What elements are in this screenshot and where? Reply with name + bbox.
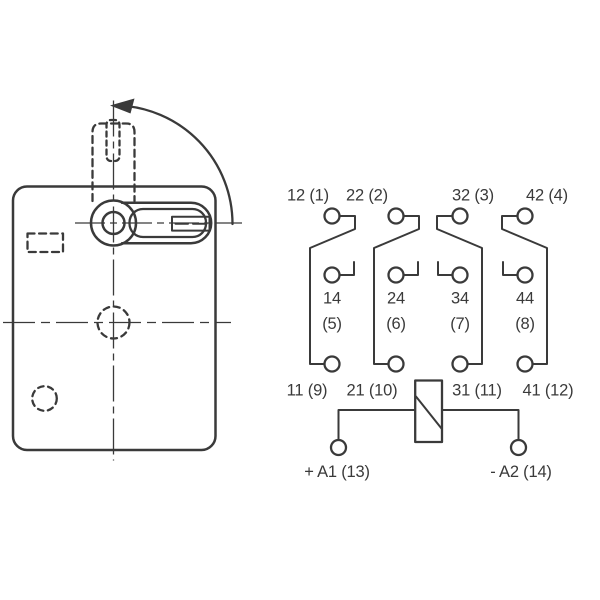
coil-label-a2: - A2 (14) (490, 463, 551, 481)
terminal-circle-a1 (329, 438, 348, 457)
terminal-circle-nc (516, 207, 534, 225)
coil-diagonal (415, 395, 443, 430)
no-contact-link (338, 261, 355, 276)
lever-arm-outline (120, 201, 213, 245)
terminal-circle-nc (323, 207, 341, 225)
lever-up-position-dashed (91, 122, 136, 203)
terminal-circle-no (516, 266, 534, 284)
contact-pole-4: 42 (4) 44 (8) 41 (12) (501, 187, 574, 400)
terminal-circle-common (387, 355, 405, 373)
terminal-circle-common (516, 355, 534, 373)
contact-pole-1: 12 (1) 14 (5) 11 (9) (287, 187, 356, 400)
terminal-label-no: 24 (387, 290, 405, 308)
lower-hole-dashed-circle (31, 385, 58, 412)
terminal-label-nc: 22 (2) (346, 187, 388, 205)
contact-diagram: 12 (1) 14 (5) 11 (9) 22 (2) 24 (6) 21 (1… (287, 187, 574, 482)
device-body-outline (11, 185, 217, 452)
no-contact-link (437, 261, 454, 276)
side-slot-dashed-rect (26, 232, 65, 254)
terminal-circle-nc (451, 207, 469, 225)
terminal-circle-nc (387, 207, 405, 225)
center-hole-dashed-circle (96, 305, 131, 340)
terminal-circle-common (451, 355, 469, 373)
terminal-circle-no (387, 266, 405, 284)
contact-arm-path (501, 215, 548, 365)
relay-coil: + A1 (13) - A2 (14) (304, 379, 552, 481)
contact-arm-path (436, 215, 483, 365)
terminal-label-no-pin: (8) (515, 315, 535, 333)
rotation-arrow-head-icon (110, 98, 135, 114)
rotation-arc (116, 104, 234, 226)
terminal-circle-no (451, 266, 469, 284)
terminal-label-common: 21 (10) (347, 382, 398, 400)
terminal-label-no: 34 (451, 290, 469, 308)
contact-pole-3: 32 (3) 34 (7) 31 (11) (436, 187, 502, 400)
terminal-label-nc: 12 (1) (287, 187, 329, 205)
lever-up-slot-dashed (105, 118, 121, 163)
pivot-shaft-circle (101, 210, 126, 236)
terminal-label-no-pin: (5) (322, 315, 342, 333)
terminal-label-no: 14 (323, 290, 341, 308)
terminal-circle-a2 (509, 438, 528, 457)
terminal-label-nc: 32 (3) (452, 187, 494, 205)
terminal-circle-common (323, 355, 341, 373)
pivot-boss-circle (89, 199, 138, 247)
terminal-label-nc: 42 (4) (526, 187, 568, 205)
terminal-label-no: 44 (516, 290, 534, 308)
terminal-label-no-pin: (7) (450, 315, 470, 333)
coil-wire-a2 (441, 409, 520, 441)
coil-wire-a1 (337, 409, 416, 441)
terminal-label-common: 31 (11) (452, 382, 502, 400)
coil-rect (414, 379, 444, 444)
terminal-label-common: 11 (9) (287, 382, 328, 400)
coil-label-a1: + A1 (13) (304, 463, 370, 481)
mechanical-drawing (3, 98, 242, 461)
contact-arm-path (309, 215, 356, 365)
terminal-label-common: 41 (12) (523, 382, 574, 400)
no-contact-link (502, 261, 519, 276)
contact-pole-2: 22 (2) 24 (6) 21 (10) (346, 187, 420, 400)
contact-arm-path (373, 215, 420, 365)
terminal-circle-no (323, 266, 341, 284)
terminal-label-no-pin: (6) (386, 315, 406, 333)
no-contact-link (402, 261, 419, 276)
clamp-screw-rect (171, 215, 211, 232)
